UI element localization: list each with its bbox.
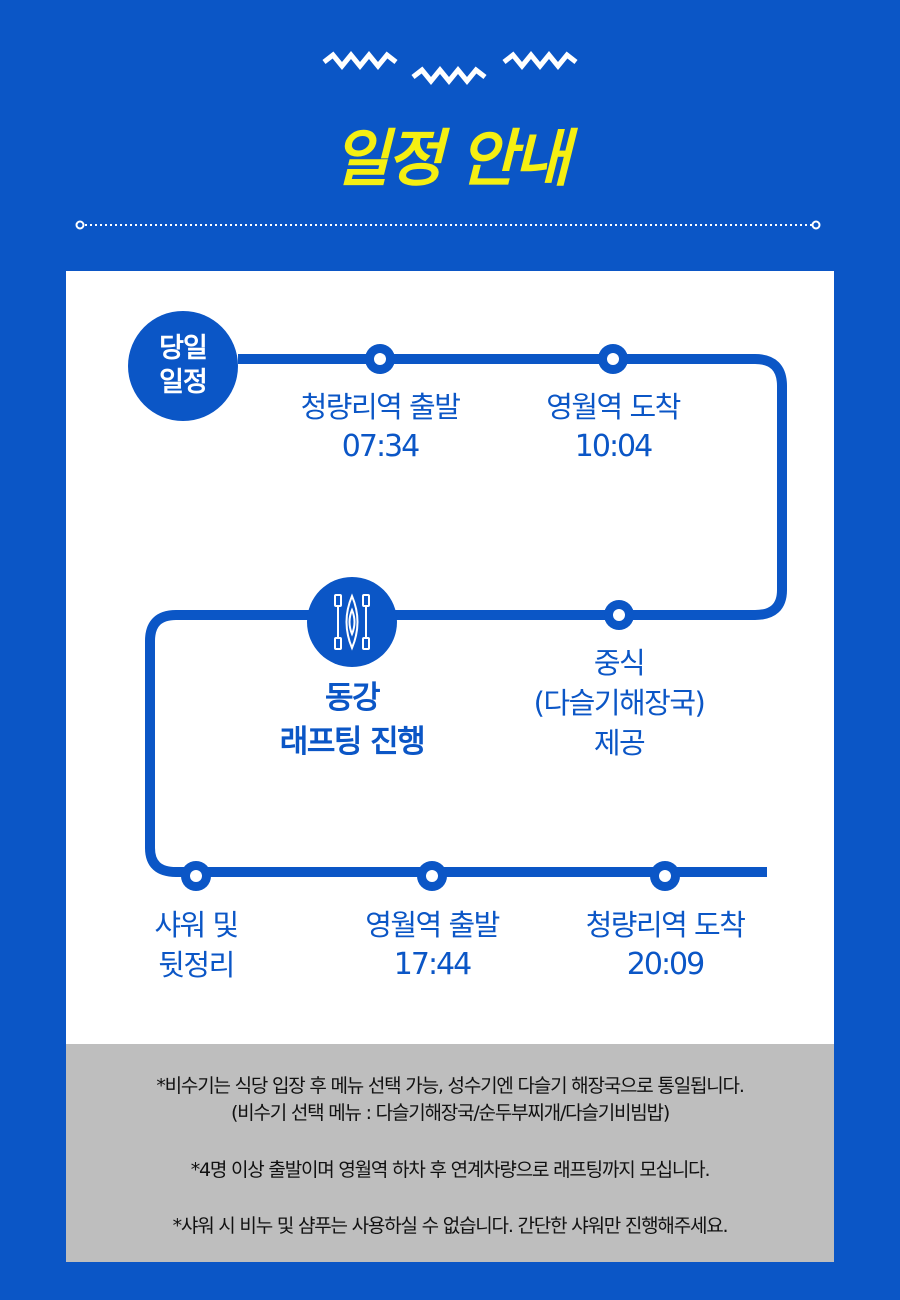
route-stop-marker [604,600,634,630]
stop-shower: 샤워 및 뒷정리 [111,905,281,985]
stop-line-1: 샤워 및 [154,908,239,942]
stop-cheongnyangni-departure: 청량리역 출발 07:34 [270,387,490,467]
stop-cheongnyangni-arrival: 청량리역 도착 20:09 [550,905,780,985]
stop-line-2: 뒷정리 [158,948,235,982]
stop-name: 청량리역 출발 [300,390,461,424]
route-stop-marker [181,861,211,891]
route-stop-marker [598,344,628,374]
notes-panel: *비수기는 식당 입장 후 메뉴 선택 가능, 성수기엔 다슬기 해장국으로 통… [66,1044,834,1262]
zigzag-decoration [322,51,578,85]
stop-time: 10:04 [574,429,653,464]
zigzag-middle [411,66,487,85]
stop-yeongwol-arrival: 영월역 도착 10:04 [503,387,723,467]
zigzag-right [502,51,578,70]
day-trip-badge: 당일 일정 [128,311,238,421]
stop-time: 17:44 [393,947,472,982]
stop-name: 영월역 출발 [365,908,500,942]
badge-line-1: 당일 [159,333,208,364]
stop-name: 청량리역 도착 [585,908,746,942]
stop-line-1: 동강 [324,680,381,716]
note-menu-options: (비수기 선택 메뉴 : 다슬기해장국/순두부찌개/다슬기비빔밥) [230,1102,670,1124]
stop-line-1: 중식 [593,646,646,680]
route-stop-marker [365,344,395,374]
note-shower: *샤워 시 비누 및 샴푸는 사용하실 수 없습니다. 간단한 샤워만 진행해주… [172,1215,729,1237]
stop-line-3: 제공 [593,726,646,760]
note-departure: *4명 이상 출발이며 영월역 하차 후 연계차량으로 래프팅까지 모십니다. [190,1159,711,1181]
stop-yeongwol-departure: 영월역 출발 17:44 [322,905,542,985]
stop-lunch: 중식 (다슬기해장국) 제공 [499,643,739,763]
note-menu: *비수기는 식당 입장 후 메뉴 선택 가능, 성수기엔 다슬기 해장국으로 통… [156,1075,745,1097]
stop-time: 20:09 [626,947,705,982]
stop-line-2: 래프팅 진행 [279,724,426,760]
stop-time: 07:34 [341,429,420,464]
kayak-paddle-icon [307,577,397,667]
page-title: 일정 안내 [332,122,571,195]
stop-rafting: 동강 래프팅 진행 [237,676,467,764]
stop-name: 영월역 도착 [546,390,681,424]
dotted-divider [75,220,821,230]
badge-line-2: 일정 [159,367,208,398]
route-stop-marker [650,861,680,891]
stop-line-2: (다슬기해장국) [533,686,706,720]
zigzag-left [322,51,398,70]
route-stop-marker [417,861,447,891]
